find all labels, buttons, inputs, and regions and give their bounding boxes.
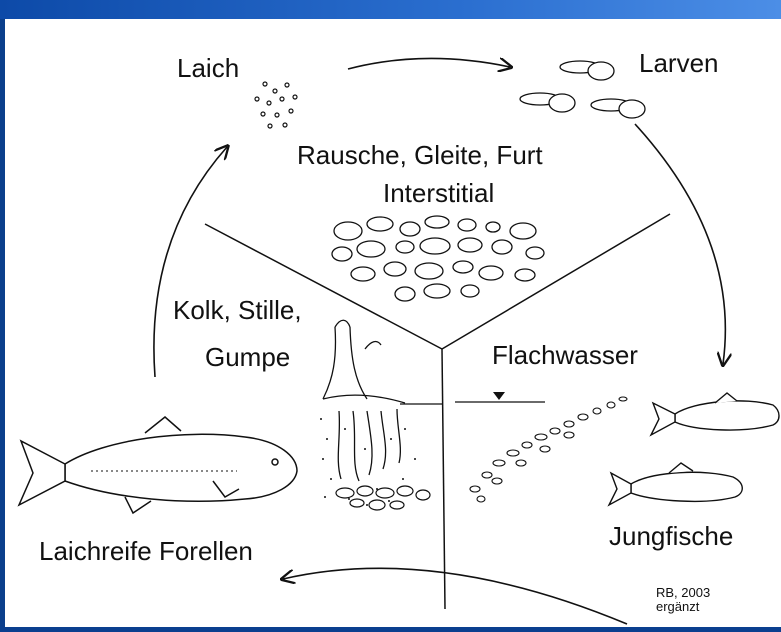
habitat-top-line1-label: Rausche, Gleite, Furt (297, 142, 543, 168)
arrow-laich-to-larven (348, 58, 510, 69)
arrow-larven-to-jungfische (635, 124, 725, 364)
habitat-top-line2-label: Interstitial (383, 180, 494, 206)
pebbles-left-icon (336, 486, 430, 510)
arrow-jungfische-to-forellen (283, 568, 627, 624)
stage-jungfische-label: Jungfische (609, 523, 733, 549)
larvae-icon (520, 61, 645, 118)
juvenile-fish-icon (609, 393, 779, 505)
tree-root-icon (323, 320, 405, 481)
habitat-right-label: Flachwasser (492, 342, 638, 368)
divider-right (442, 214, 670, 349)
diagram-panel: Laich Larven Rausche, Gleite, Furt Inter… (5, 19, 781, 627)
adult-trout-icon (19, 417, 297, 513)
habitat-left-line2-label: Gumpe (205, 344, 290, 370)
gravel-icon (332, 216, 544, 301)
divider-bottom (442, 349, 445, 609)
eggs-icon (255, 82, 297, 128)
water-level-marker-icon (493, 392, 505, 400)
stage-larven-label: Larven (639, 50, 719, 76)
window-top-strip (0, 0, 781, 19)
credit-line2: ergänzt (656, 600, 699, 614)
habitat-left-line1-label: Kolk, Stille, (173, 297, 302, 323)
stage-laich-label: Laich (177, 55, 239, 81)
stage-laichreife-label: Laichreife Forellen (39, 538, 253, 564)
pebbles-right-icon (470, 397, 627, 502)
